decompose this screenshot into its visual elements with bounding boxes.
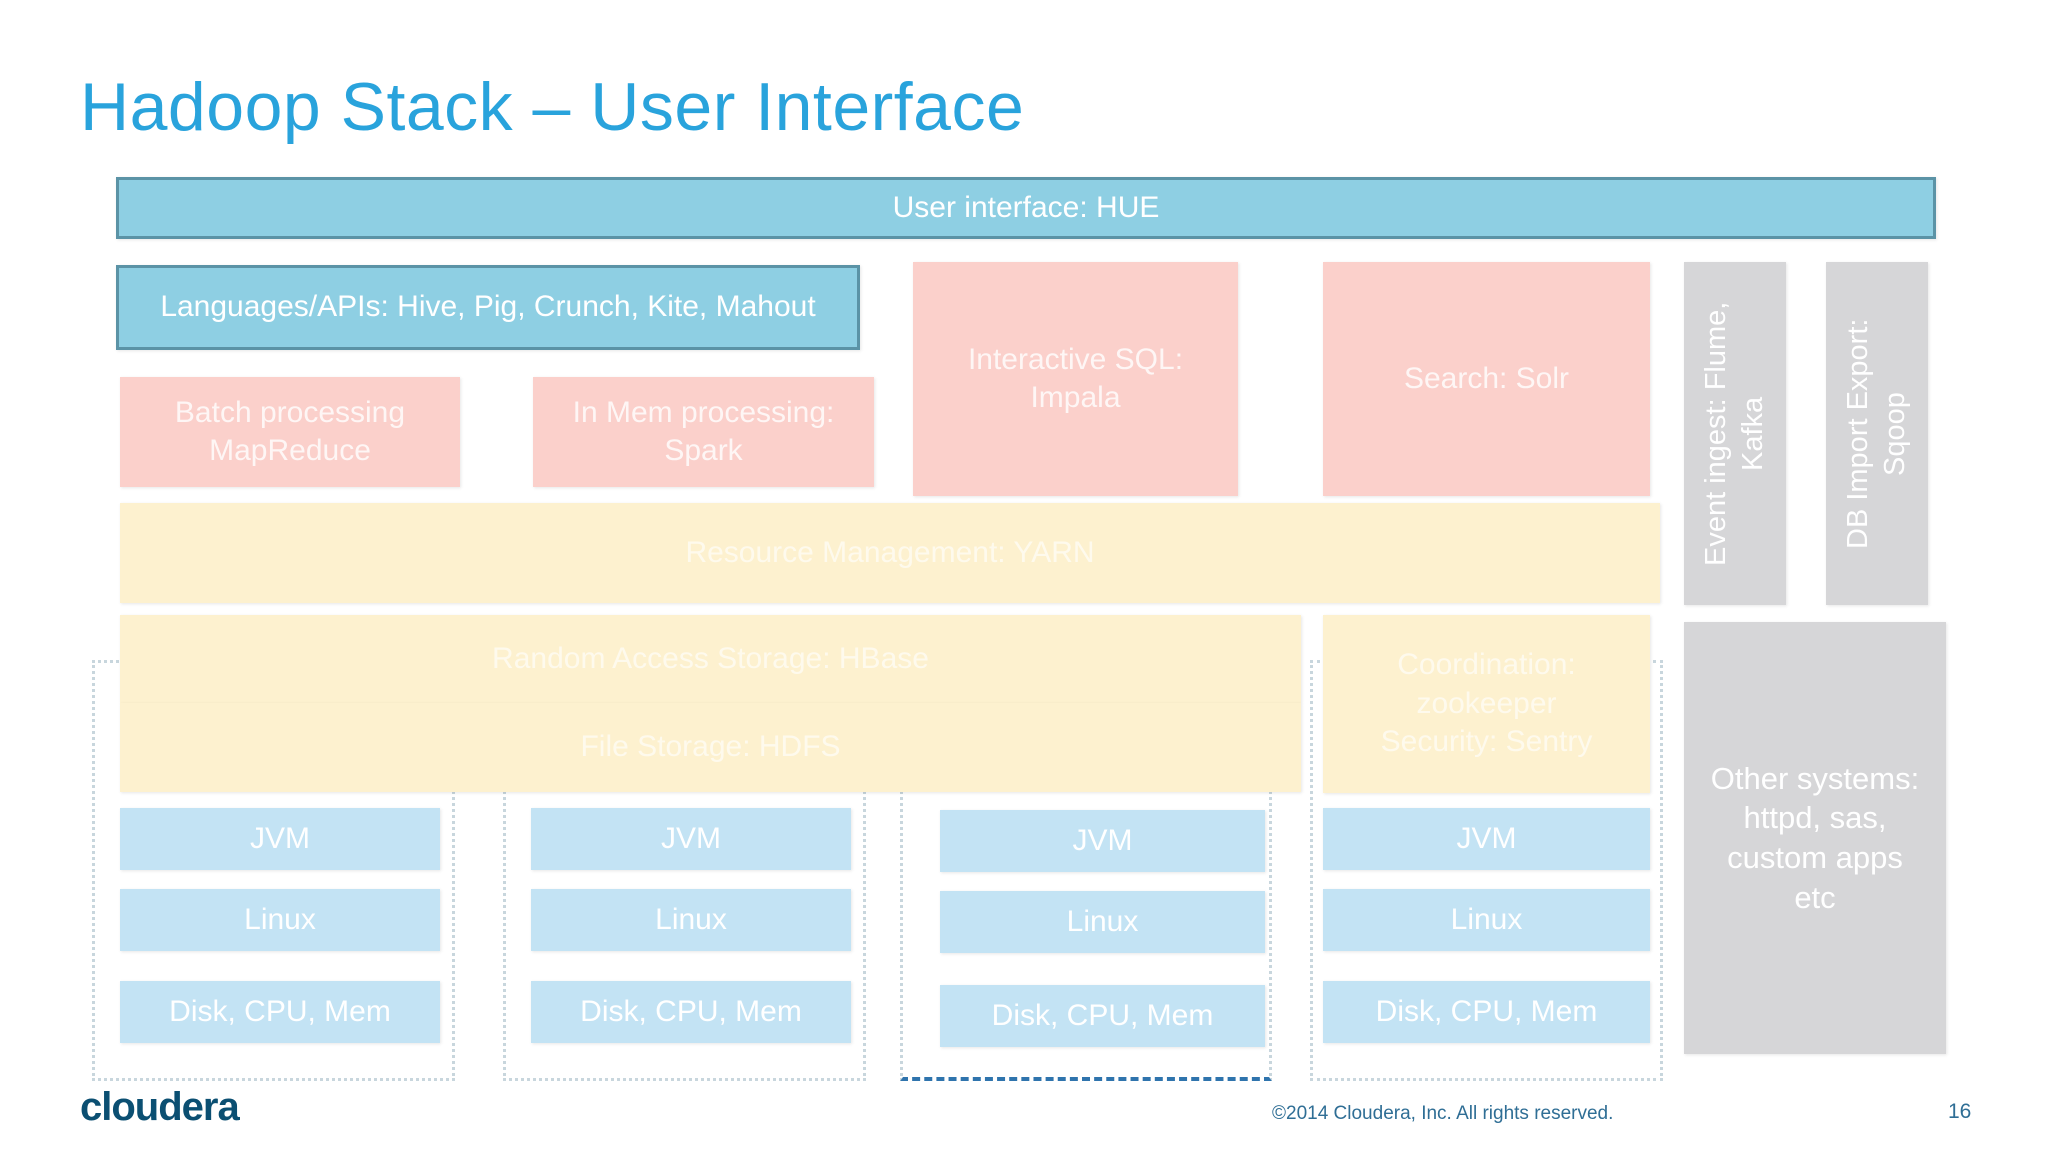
machine-3-jvm-label: JVM (1072, 823, 1133, 857)
machine-2-hardware-label: Disk, CPU, Mem (580, 994, 802, 1028)
layer-user-interface-hue[interactable]: User interface: HUE (116, 177, 1936, 239)
cloudera-logo: cloudera (80, 1085, 240, 1129)
layer-in-mem-processing-spark[interactable]: In Mem processing: Spark (533, 377, 874, 487)
layer-user-interface-hue-label: User interface: HUE (892, 190, 1160, 224)
layer-other-systems-line2: httpd, sas, (1743, 800, 1887, 836)
machine-4-linux[interactable]: Linux (1323, 889, 1650, 951)
layer-hbase-label: Random Access Storage: HBase (492, 641, 929, 675)
machine-2-linux[interactable]: Linux (531, 889, 851, 951)
machine-4-hardware[interactable]: Disk, CPU, Mem (1323, 981, 1650, 1043)
layer-batch-line1: Batch processing (174, 395, 406, 429)
layer-coordination-line2: zookeeper (1416, 686, 1557, 720)
machine-1-jvm[interactable]: JVM (120, 808, 440, 870)
layer-interactive-sql-impala[interactable]: Interactive SQL: Impala (913, 262, 1238, 496)
layer-languages-apis[interactable]: Languages/APIs: Hive, Pig, Crunch, Kite,… (116, 265, 860, 350)
layer-db-import-export-sqoop[interactable]: DB Import Export: Sqoop (1826, 262, 1928, 605)
layer-interactive-sql-line1: Interactive SQL: (967, 342, 1184, 376)
layer-hdfs-label: File Storage: HDFS (580, 730, 841, 764)
layer-other-systems-line3: custom apps (1727, 840, 1903, 875)
machine-1-hardware[interactable]: Disk, CPU, Mem (120, 981, 440, 1043)
machine-3-hardware-label: Disk, CPU, Mem (991, 998, 1214, 1032)
layer-search-solr-label: Search: Solr (1403, 361, 1570, 395)
layer-resource-management-yarn[interactable]: Resource Management: YARN (120, 503, 1660, 603)
copyright-text: ©2014 Cloudera, Inc. All rights reserved… (1272, 1103, 1614, 1124)
machine-1-hardware-label: Disk, CPU, Mem (169, 994, 391, 1028)
layer-coordination-security[interactable]: Coordination: zookeeper Security: Sentry (1323, 615, 1650, 793)
layer-file-storage-hdfs[interactable]: File Storage: HDFS (120, 703, 1301, 792)
machine-2-linux-label: Linux (655, 902, 727, 936)
machine-2-hardware[interactable]: Disk, CPU, Mem (531, 981, 851, 1043)
page-title: Hadoop Stack – User Interface (80, 69, 1025, 145)
machine-2-jvm-label: JVM (661, 821, 721, 855)
layer-batch-processing-mapreduce[interactable]: Batch processing MapReduce (120, 377, 460, 487)
layer-batch-line2: MapReduce (209, 434, 371, 467)
machine-1-linux[interactable]: Linux (120, 889, 440, 951)
machine-1-jvm-label: JVM (250, 821, 310, 855)
machine-4-jvm-label: JVM (1456, 821, 1517, 855)
machine-4-linux-label: Linux (1450, 902, 1523, 936)
layer-event-ingest-flume-kafka[interactable]: Event ingest: Flume, Kafka (1684, 262, 1786, 605)
machine-1-linux-label: Linux (244, 902, 316, 936)
layer-coordination-line1: Coordination: (1397, 648, 1576, 682)
layer-inmem-line1: In Mem processing: (572, 395, 835, 429)
layer-other-systems[interactable]: Other systems: httpd, sas, custom apps e… (1684, 622, 1946, 1054)
layer-db-import-export-label: DB Import Export: Sqoop (1841, 318, 1911, 549)
machine-4-jvm[interactable]: JVM (1323, 808, 1650, 870)
layer-coordination-line3: Security: Sentry (1380, 725, 1593, 759)
machine-4-hardware-label: Disk, CPU, Mem (1375, 994, 1598, 1028)
layer-languages-apis-label: Languages/APIs: Hive, Pig, Crunch, Kite,… (160, 290, 816, 324)
layer-interactive-sql-line2: Impala (1030, 381, 1121, 414)
layer-search-solr[interactable]: Search: Solr (1323, 262, 1650, 496)
layer-event-ingest-label: Event ingest: Flume, Kafka (1699, 301, 1769, 566)
layer-other-systems-line4: etc (1794, 879, 1836, 915)
machine-3-linux[interactable]: Linux (940, 891, 1265, 953)
layer-random-access-storage-hbase[interactable]: Random Access Storage: HBase (120, 615, 1301, 703)
machine-3-hardware[interactable]: Disk, CPU, Mem (940, 985, 1265, 1047)
layer-yarn-label: Resource Management: YARN (685, 535, 1095, 569)
layer-other-systems-line1: Other systems: (1710, 760, 1920, 796)
layer-inmem-line2: Spark (664, 434, 743, 467)
machine-3-jvm[interactable]: JVM (940, 810, 1265, 872)
machine-3-linux-label: Linux (1066, 904, 1139, 938)
machine-2-jvm[interactable]: JVM (531, 808, 851, 870)
page-number: 16 (1948, 1100, 1972, 1123)
